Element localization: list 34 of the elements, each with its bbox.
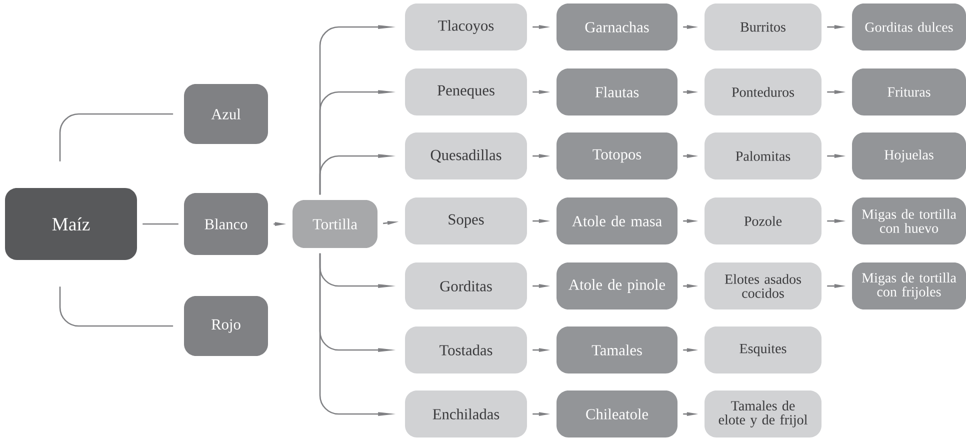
dish-box: Elotes asados cocidos <box>704 262 822 310</box>
dish-box: Sopes <box>405 198 527 244</box>
dish-box: Tlacoyos <box>405 4 527 50</box>
dish-box: Atole de pinole <box>556 262 678 310</box>
dish-box: Burritos <box>704 4 822 50</box>
dish-box: Atole de masa <box>556 198 678 244</box>
category-box: Blanco <box>184 193 268 255</box>
dish-box: Enchiladas <box>405 390 527 438</box>
product-box: Tortilla <box>292 200 378 248</box>
dish-box: Tamales <box>556 326 678 374</box>
dish-box: Chileatole <box>556 390 678 438</box>
dish-box: Garnachas <box>556 4 678 50</box>
dish-box: Hojuelas <box>852 132 966 180</box>
dish-box: Totopos <box>556 132 678 180</box>
dish-box: Ponteduros <box>704 68 822 116</box>
dish-box: Gorditas <box>405 262 527 310</box>
connector <box>59 286 174 327</box>
dish-box: Frituras <box>852 68 966 116</box>
dish-box: Migas de tortilla con frijoles <box>852 262 966 310</box>
dish-box: Esquites <box>704 326 822 374</box>
connector <box>59 113 174 162</box>
dish-box: Pozole <box>704 198 822 244</box>
dish-box: Migas de tortilla con huevo <box>852 198 966 244</box>
root-box: Maíz <box>5 188 137 260</box>
category-box: Rojo <box>184 296 268 356</box>
dish-box: Flautas <box>556 68 678 116</box>
dish-box: Palomitas <box>704 132 822 180</box>
connector <box>142 223 178 225</box>
dish-box: Tamales de elote y de frijol <box>704 390 822 438</box>
dish-box: Gorditas dulces <box>852 4 966 50</box>
category-box: Azul <box>184 84 268 144</box>
dish-box: Peneques <box>405 68 527 116</box>
dish-box: Quesadillas <box>405 132 527 180</box>
dish-box: Tostadas <box>405 326 527 374</box>
